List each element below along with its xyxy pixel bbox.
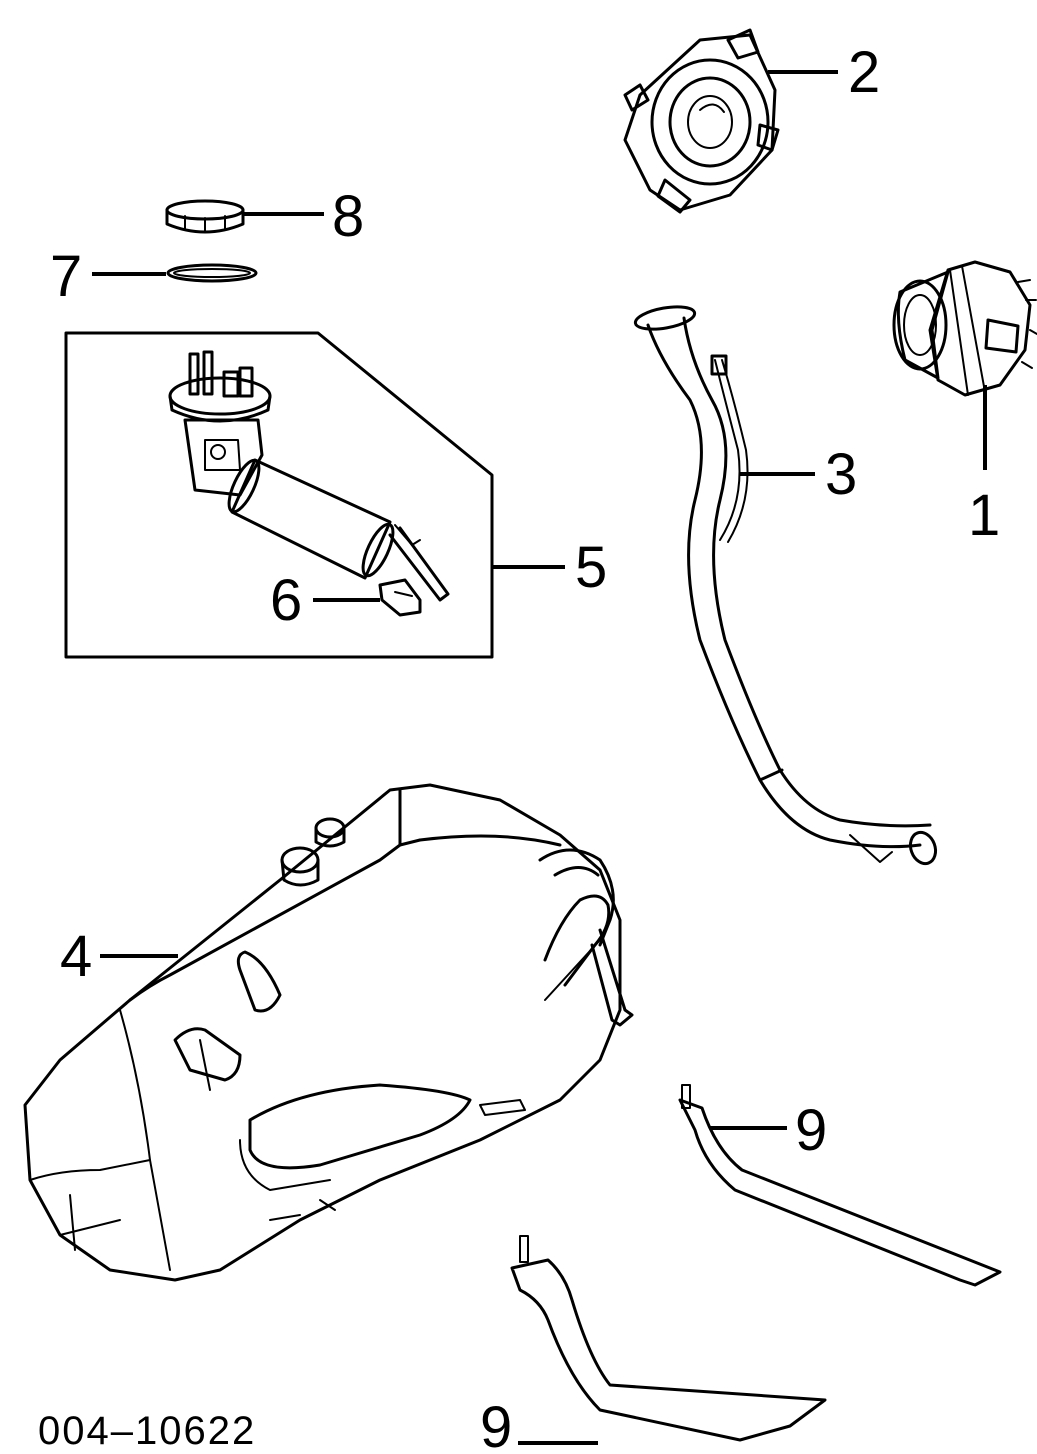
callout-4: 4 (60, 924, 92, 989)
tank-strap-icon (510, 1084, 1002, 1442)
fill-housing-icon (623, 28, 780, 214)
connector-icon (378, 578, 422, 617)
callout-9a: 9 (795, 1098, 827, 1163)
leader-lines (92, 70, 987, 1445)
callout-2: 2 (848, 40, 880, 105)
drawing-number: 004–10622 (38, 1409, 256, 1453)
callout-1: 1 (968, 483, 1000, 548)
callout-3: 3 (825, 442, 857, 507)
callout-numbers: 1 2 3 4 5 6 7 8 9 9 (50, 40, 1000, 1454)
callout-7: 7 (50, 244, 82, 309)
fuel-cap-icon (892, 260, 1037, 397)
callout-8: 8 (332, 184, 364, 249)
callout-5: 5 (575, 535, 607, 600)
callout-9b: 9 (480, 1395, 512, 1454)
filler-tube-icon (633, 305, 938, 866)
lock-ring-icon (165, 199, 245, 234)
fuel-pump-module-icon (168, 350, 450, 602)
o-ring-icon (166, 263, 258, 283)
fuel-tank-icon (23, 783, 634, 1282)
callout-6: 6 (270, 568, 302, 633)
